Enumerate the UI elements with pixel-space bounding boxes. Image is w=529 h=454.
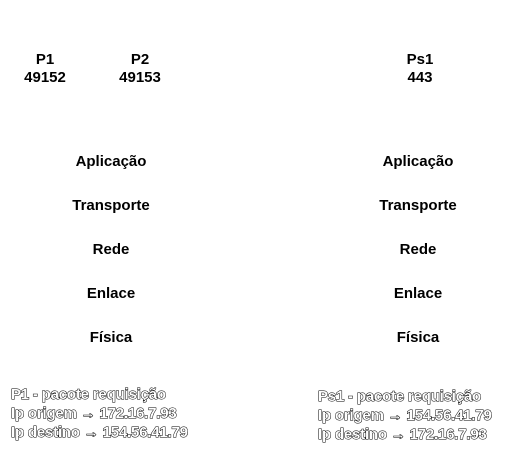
right-layer-link: Enlace [393,285,443,302]
process-port: 443 [407,69,433,86]
left-packet-title: P1 - pacote requisição [11,386,167,404]
left-packet-src: Ip origem → 172.16.7.93 [11,405,178,423]
right-layer-network: Rede [399,241,437,258]
process-name: P1 [35,51,55,68]
right-layer-physical: Física [396,329,440,346]
left-layer-network: Rede [92,241,130,258]
process-ps1: Ps1 443 [380,51,460,87]
process-name: P2 [130,51,150,68]
left-layer-physical: Física [89,329,133,346]
process-p2: P2 49153 [100,51,180,87]
left-packet-note: P1 - pacote requisição Ip origem → 172.1… [11,385,189,442]
right-layer-transport: Transporte [379,197,457,214]
right-packet-title: Ps1 - pacote requisição [318,388,482,406]
left-layer-link: Enlace [86,285,136,302]
process-name: Ps1 [406,51,434,68]
left-layer-transport: Transporte [72,197,150,214]
right-packet-dst: Ip destino → 172.16.7.93 [318,426,488,444]
right-packet-note: Ps1 - pacote requisição Ip origem → 154.… [318,387,493,444]
left-layer-application: Aplicação [75,153,147,170]
process-port: 49153 [119,69,161,86]
left-packet-dst: Ip destino → 154.56.41.79 [11,424,189,442]
right-packet-src: Ip origem → 154.56.41.79 [318,407,493,425]
process-p1: P1 49152 [5,51,85,87]
process-port: 49152 [24,69,66,86]
right-layer-application: Aplicação [382,153,454,170]
